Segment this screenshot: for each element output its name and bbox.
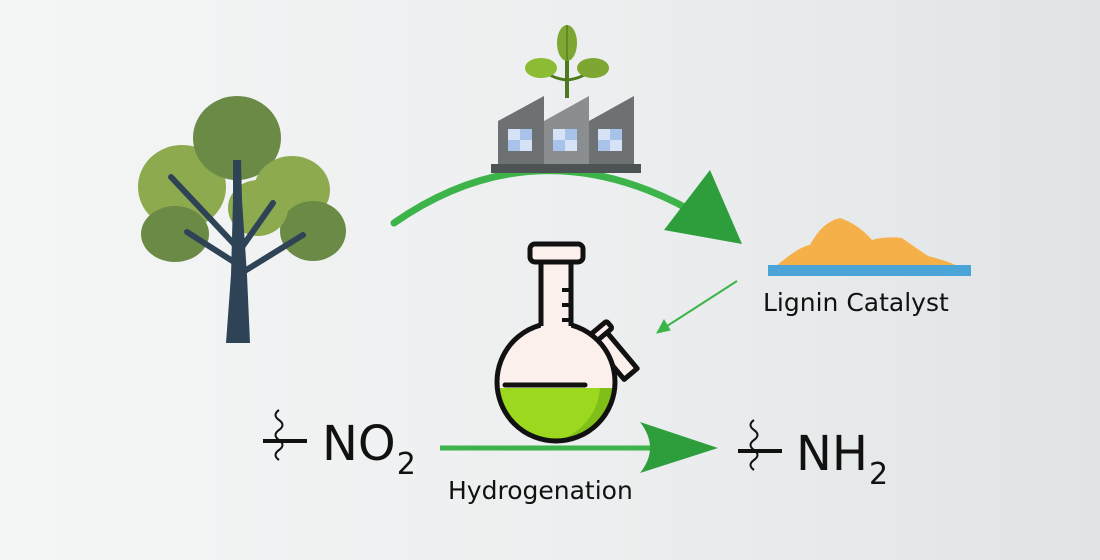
- wavy-bond-icon: [738, 419, 782, 471]
- tree-icon: [138, 96, 346, 343]
- biomass-to-catalyst-arrow: [390, 167, 742, 244]
- hydrogenation-arrow: [440, 422, 718, 473]
- amine-group-subscript: 2: [869, 457, 889, 492]
- wavy-bond-icon: [263, 409, 307, 461]
- nitro-group-main: NO: [322, 416, 396, 472]
- catalyst-to-flask-arrow: [656, 280, 738, 334]
- amine-group-label: NH2: [796, 430, 888, 490]
- nitro-group-subscript: 2: [396, 447, 416, 482]
- catalyst-powder-icon: [768, 218, 971, 276]
- hydrogenation-label: Hydrogenation: [448, 476, 633, 505]
- amine-group-main: NH: [796, 426, 868, 482]
- factory-icon: [491, 96, 641, 173]
- sprout-icon: [525, 25, 609, 98]
- catalyst-label: Lignin Catalyst: [763, 288, 949, 317]
- nitro-group-label: NO2: [322, 420, 416, 480]
- round-bottom-flask-icon: [494, 241, 640, 444]
